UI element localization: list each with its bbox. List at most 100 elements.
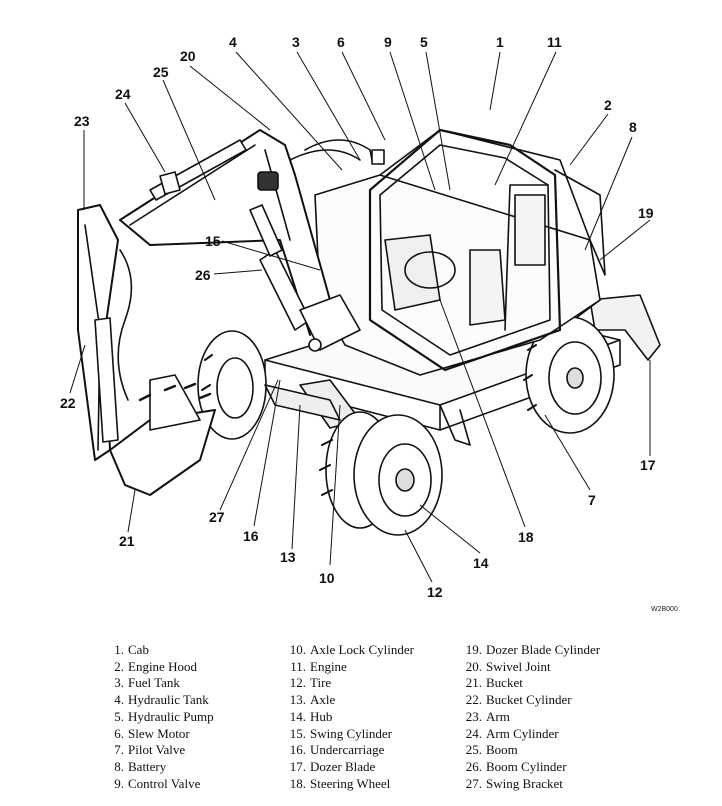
figure-code: W2B000 <box>651 606 678 613</box>
legend-name: Steering Wheel <box>310 775 391 791</box>
legend-item: 26.Boom Cylinder <box>458 759 600 776</box>
callout-7: 7 <box>588 492 596 508</box>
legend-name: Hydraulic Pump <box>128 708 214 724</box>
callout-27: 27 <box>209 509 225 525</box>
legend-item: 14.Hub <box>282 709 414 726</box>
legend-name: Arm <box>486 708 510 724</box>
callout-14: 14 <box>473 555 489 571</box>
legend-number: 16. <box>289 742 306 758</box>
legend-number: 27. <box>465 775 482 791</box>
legend-number: 6. <box>114 725 124 741</box>
legend-item: 4.Hydraulic Tank <box>104 692 214 709</box>
leader-lines <box>69 51 651 583</box>
callout-1: 1 <box>496 34 504 50</box>
legend-name: Hydraulic Tank <box>128 692 209 708</box>
legend-name: Pilot Valve <box>128 742 186 758</box>
legend-name: Engine <box>310 658 347 674</box>
legend-item: 3.Fuel Tank <box>104 675 214 692</box>
callout-16: 16 <box>243 528 259 544</box>
legend-name: Bucket Cylinder <box>486 692 572 708</box>
callout-26: 26 <box>195 267 211 283</box>
legend-name: Battery <box>128 758 167 774</box>
legend-name: Swing Bracket <box>486 775 563 791</box>
callout-25: 25 <box>153 64 169 80</box>
callout-18: 18 <box>518 529 534 545</box>
legend-item: 7.Pilot Valve <box>104 742 214 759</box>
legend-column-1: 1.Cab 2.Engine Hood 3.Fuel Tank 4.Hydrau… <box>104 642 214 792</box>
legend-item: 6.Slew Motor <box>104 726 214 743</box>
callout-labels: 1 2 3 4 5 6 7 8 9 10 11 12 13 14 15 16 1… <box>60 34 656 600</box>
legend-number: 22. <box>465 692 482 708</box>
callout-13: 13 <box>280 549 296 565</box>
legend-item: 13.Axle <box>282 692 414 709</box>
legend-name: Bucket <box>486 675 523 691</box>
front-right-wheel <box>353 414 443 536</box>
legend-number: 18. <box>289 775 306 791</box>
legend-number: 19. <box>465 642 482 657</box>
legend-name: Dozer Blade <box>310 758 376 774</box>
legend-item: 19. Dozer Blade Cylinder <box>458 642 600 659</box>
legend-item: 17.Dozer Blade <box>282 759 414 776</box>
legend-name: Hub <box>310 708 333 724</box>
legend-name: Swivel Joint <box>486 658 551 674</box>
legend-item: 23.Arm <box>458 709 600 726</box>
legend-name: Axle Lock Cylinder <box>310 642 414 657</box>
callout-4: 4 <box>229 34 237 50</box>
callout-24: 24 <box>115 86 131 102</box>
callout-22: 22 <box>60 395 76 411</box>
callout-3: 3 <box>292 34 300 50</box>
callout-21: 21 <box>119 533 135 549</box>
legend-number: 2. <box>114 658 124 674</box>
legend-item: 10. Axle Lock Cylinder <box>282 642 414 659</box>
cab <box>368 128 562 372</box>
legend-name: Boom Cylinder <box>486 758 567 774</box>
legend-column-3: 19.Dozer Blade Cylinder 20.Swivel Joint … <box>458 642 600 792</box>
legend-number: 5. <box>114 708 124 724</box>
legend-number: 1. <box>114 642 124 657</box>
legend-item: 1. Cab <box>104 642 214 659</box>
legend-name: Cab <box>128 642 149 657</box>
legend-name: Axle <box>310 692 336 708</box>
rear-right-wheel <box>525 316 615 434</box>
legend-number: 12. <box>289 675 306 691</box>
legend-item: 27.Swing Bracket <box>458 776 600 793</box>
legend-number: 26. <box>465 758 482 774</box>
callout-11: 11 <box>547 34 562 50</box>
legend-name: Slew Motor <box>128 725 190 741</box>
callout-8: 8 <box>629 119 637 135</box>
legend-number: 9. <box>114 775 124 791</box>
legend-name: Swing Cylinder <box>310 725 392 741</box>
legend-name: Control Valve <box>128 775 201 791</box>
legend-number: 14. <box>289 708 306 724</box>
callout-17: 17 <box>640 457 656 473</box>
callout-23: 23 <box>74 113 90 129</box>
callout-12: 12 <box>427 584 443 600</box>
legend-column-2: 10.Axle Lock Cylinder 11.Engine 12.Tire … <box>282 642 414 792</box>
legend-number: 15. <box>289 725 306 741</box>
legend-item: 11.Engine <box>282 659 414 676</box>
callout-6: 6 <box>337 34 345 50</box>
legend-item: 25.Boom <box>458 742 600 759</box>
callout-2: 2 <box>604 97 612 113</box>
callout-15: 15 <box>205 233 221 249</box>
legend-name: Dozer Blade Cylinder <box>486 642 601 657</box>
legend-item: 24.Arm Cylinder <box>458 726 600 743</box>
legend-number: 13. <box>289 692 306 708</box>
legend-item: 15.Swing Cylinder <box>282 726 414 743</box>
legend-number: 17. <box>289 758 306 774</box>
legend-item: 20.Swivel Joint <box>458 659 600 676</box>
legend-number: 23. <box>465 708 482 724</box>
legend-number: 4. <box>114 692 124 708</box>
legend-number: 25. <box>465 742 482 758</box>
excavator-diagram: 1 2 3 4 5 6 7 8 9 10 11 12 13 14 15 16 1… <box>60 34 661 600</box>
callout-10: 10 <box>319 570 335 586</box>
legend-number: 10. <box>289 642 306 657</box>
legend-number: 8. <box>114 758 124 774</box>
legend-number: 20. <box>465 658 482 674</box>
legend-item: 21.Bucket <box>458 675 600 692</box>
legend-number: 11. <box>290 658 306 674</box>
legend-item: 16.Undercarriage <box>282 742 414 759</box>
legend-number: 7. <box>114 742 124 758</box>
legend-item: 12.Tire <box>282 675 414 692</box>
legend-number: 3. <box>114 675 124 691</box>
